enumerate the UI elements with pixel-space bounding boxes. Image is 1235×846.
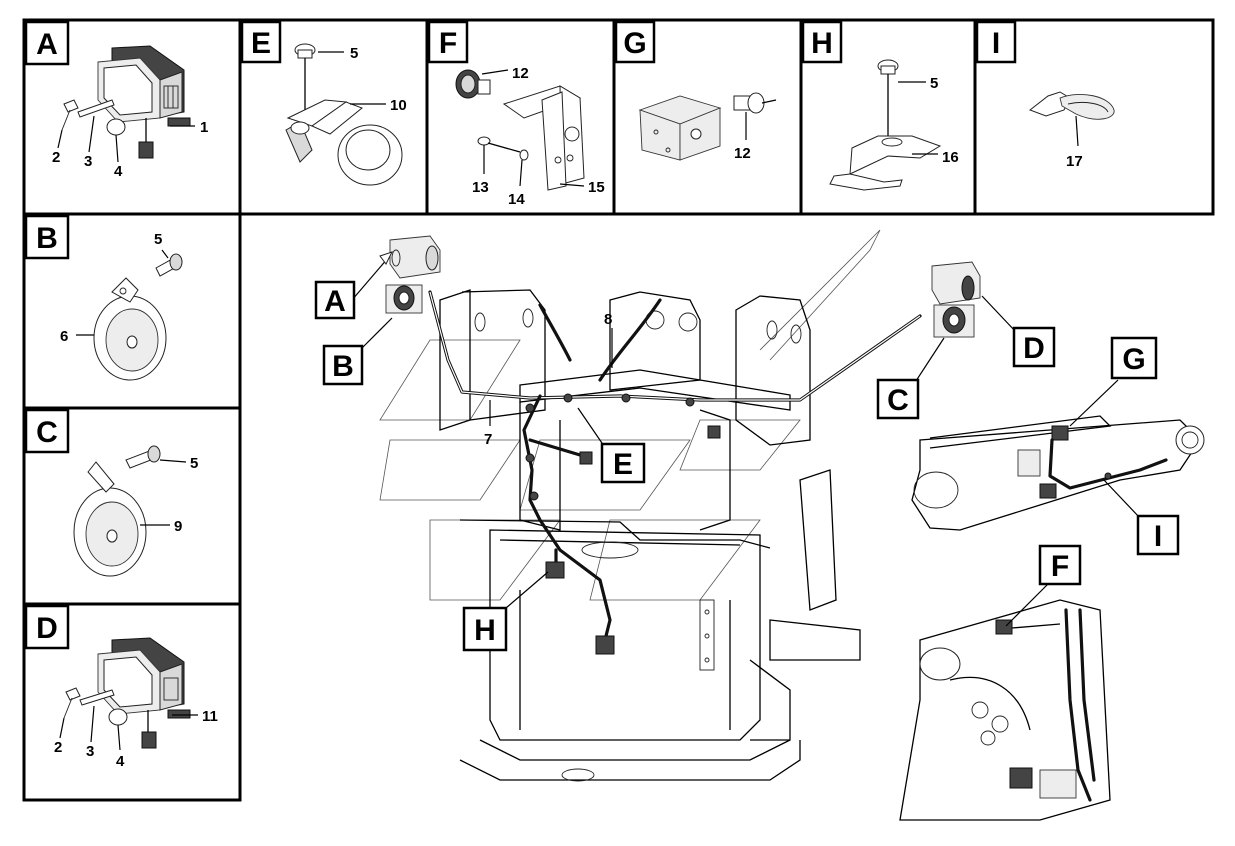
panel-letter-f: F [427, 20, 469, 64]
main-tag-f: F [1005, 544, 1082, 627]
svg-text:4: 4 [116, 753, 125, 770]
svg-text:3: 3 [84, 153, 92, 170]
svg-text:12: 12 [734, 145, 751, 162]
svg-text:17: 17 [1066, 153, 1083, 170]
machine-frame [379, 229, 881, 782]
svg-text:12: 12 [512, 65, 529, 82]
main-tag-c: C [876, 337, 945, 420]
panel-e-clamp [285, 43, 403, 186]
svg-text:B: B [36, 222, 58, 255]
svg-text:6: 6 [60, 328, 68, 345]
svg-text:15: 15 [588, 179, 605, 196]
svg-text:10: 10 [390, 97, 407, 114]
panel-i-cable-tie [1028, 91, 1115, 120]
panel-g-box [638, 92, 777, 161]
svg-text:14: 14 [508, 191, 525, 208]
panel-h-callouts: 5 16 [898, 75, 959, 166]
panel-d-relay-unit [63, 637, 191, 749]
svg-text:D: D [36, 612, 58, 645]
panel-c-horn [73, 445, 161, 577]
svg-text:2: 2 [54, 739, 62, 756]
svg-text:11: 11 [202, 708, 218, 725]
svg-text:C: C [36, 416, 58, 449]
panel-a-callouts: 1 2 3 4 [52, 115, 208, 180]
wire-harness-main [428, 290, 922, 642]
installed-relay-a [389, 235, 441, 279]
svg-text:A: A [36, 28, 58, 61]
panel-letter-e: E [240, 20, 282, 64]
svg-text:D: D [1023, 332, 1045, 365]
svg-text:4: 4 [114, 163, 123, 180]
main-tag-i: I [1103, 479, 1180, 556]
panel-h-plate [829, 59, 942, 191]
svg-text:F: F [1051, 550, 1069, 583]
main-tag-e: E [577, 407, 646, 484]
svg-text:5: 5 [190, 455, 198, 472]
panel-letter-h: H [801, 20, 843, 64]
panel-f-callouts: 12 13 14 15 [472, 65, 605, 208]
main-tag-g: G [1069, 336, 1158, 427]
svg-text:E: E [613, 448, 633, 481]
svg-text:F: F [439, 27, 457, 60]
panel-frames [22, 18, 1215, 802]
svg-text:5: 5 [930, 75, 938, 92]
panel-b-callouts: 5 6 [60, 231, 169, 345]
svg-text:H: H [474, 614, 496, 647]
svg-text:A: A [324, 285, 346, 318]
svg-text:16: 16 [942, 149, 959, 166]
panel-letter-i: I [975, 20, 1017, 64]
panel-letter-g: G [614, 20, 656, 64]
svg-text:I: I [1154, 520, 1162, 553]
svg-text:C: C [887, 384, 909, 417]
cab-detail-f [899, 599, 1111, 821]
main-tag-b: B [322, 317, 393, 386]
svg-text:G: G [623, 27, 646, 60]
installed-horn-b [385, 284, 423, 314]
svg-text:H: H [811, 27, 833, 60]
main-tag-a: A [314, 251, 393, 320]
panel-c-callouts: 5 9 [140, 455, 198, 535]
panel-i-callouts: 17 [1066, 115, 1083, 170]
svg-text:G: G [1122, 343, 1145, 376]
boom-detail-g [911, 415, 1205, 531]
panel-b-horn [93, 253, 183, 381]
svg-text:3: 3 [86, 743, 94, 760]
main-tag-d: D [981, 295, 1056, 368]
svg-text:2: 2 [52, 149, 60, 166]
harness-connectors [525, 393, 721, 655]
panel-g-callouts: 12 [734, 112, 751, 162]
panel-letter-b: B [24, 214, 70, 260]
svg-text:7: 7 [484, 431, 492, 448]
svg-text:13: 13 [472, 179, 489, 196]
svg-text:B: B [332, 350, 354, 383]
panel-letter-a: A [24, 20, 70, 66]
svg-text:8: 8 [604, 311, 612, 328]
panel-f-bracket [455, 69, 585, 191]
panel-letter-c: C [24, 408, 70, 454]
svg-text:E: E [251, 27, 271, 60]
installed-horn-c [933, 304, 975, 338]
panel-a-relay-unit [61, 45, 191, 159]
svg-text:I: I [992, 27, 1000, 60]
svg-text:5: 5 [154, 231, 162, 248]
svg-text:9: 9 [174, 518, 182, 535]
harness-branch-8 [538, 298, 662, 382]
svg-text:5: 5 [350, 45, 358, 62]
panel-letter-d: D [24, 604, 70, 650]
harness-callout-8: 8 [604, 311, 613, 368]
harness-callout-7: 7 [484, 400, 492, 448]
main-tag-h: H [462, 571, 549, 652]
panel-e-callouts: 5 10 [318, 45, 407, 114]
installed-relay-d [931, 261, 981, 305]
svg-text:1: 1 [200, 119, 208, 136]
panel-d-callouts: 11 2 3 4 [54, 705, 218, 770]
